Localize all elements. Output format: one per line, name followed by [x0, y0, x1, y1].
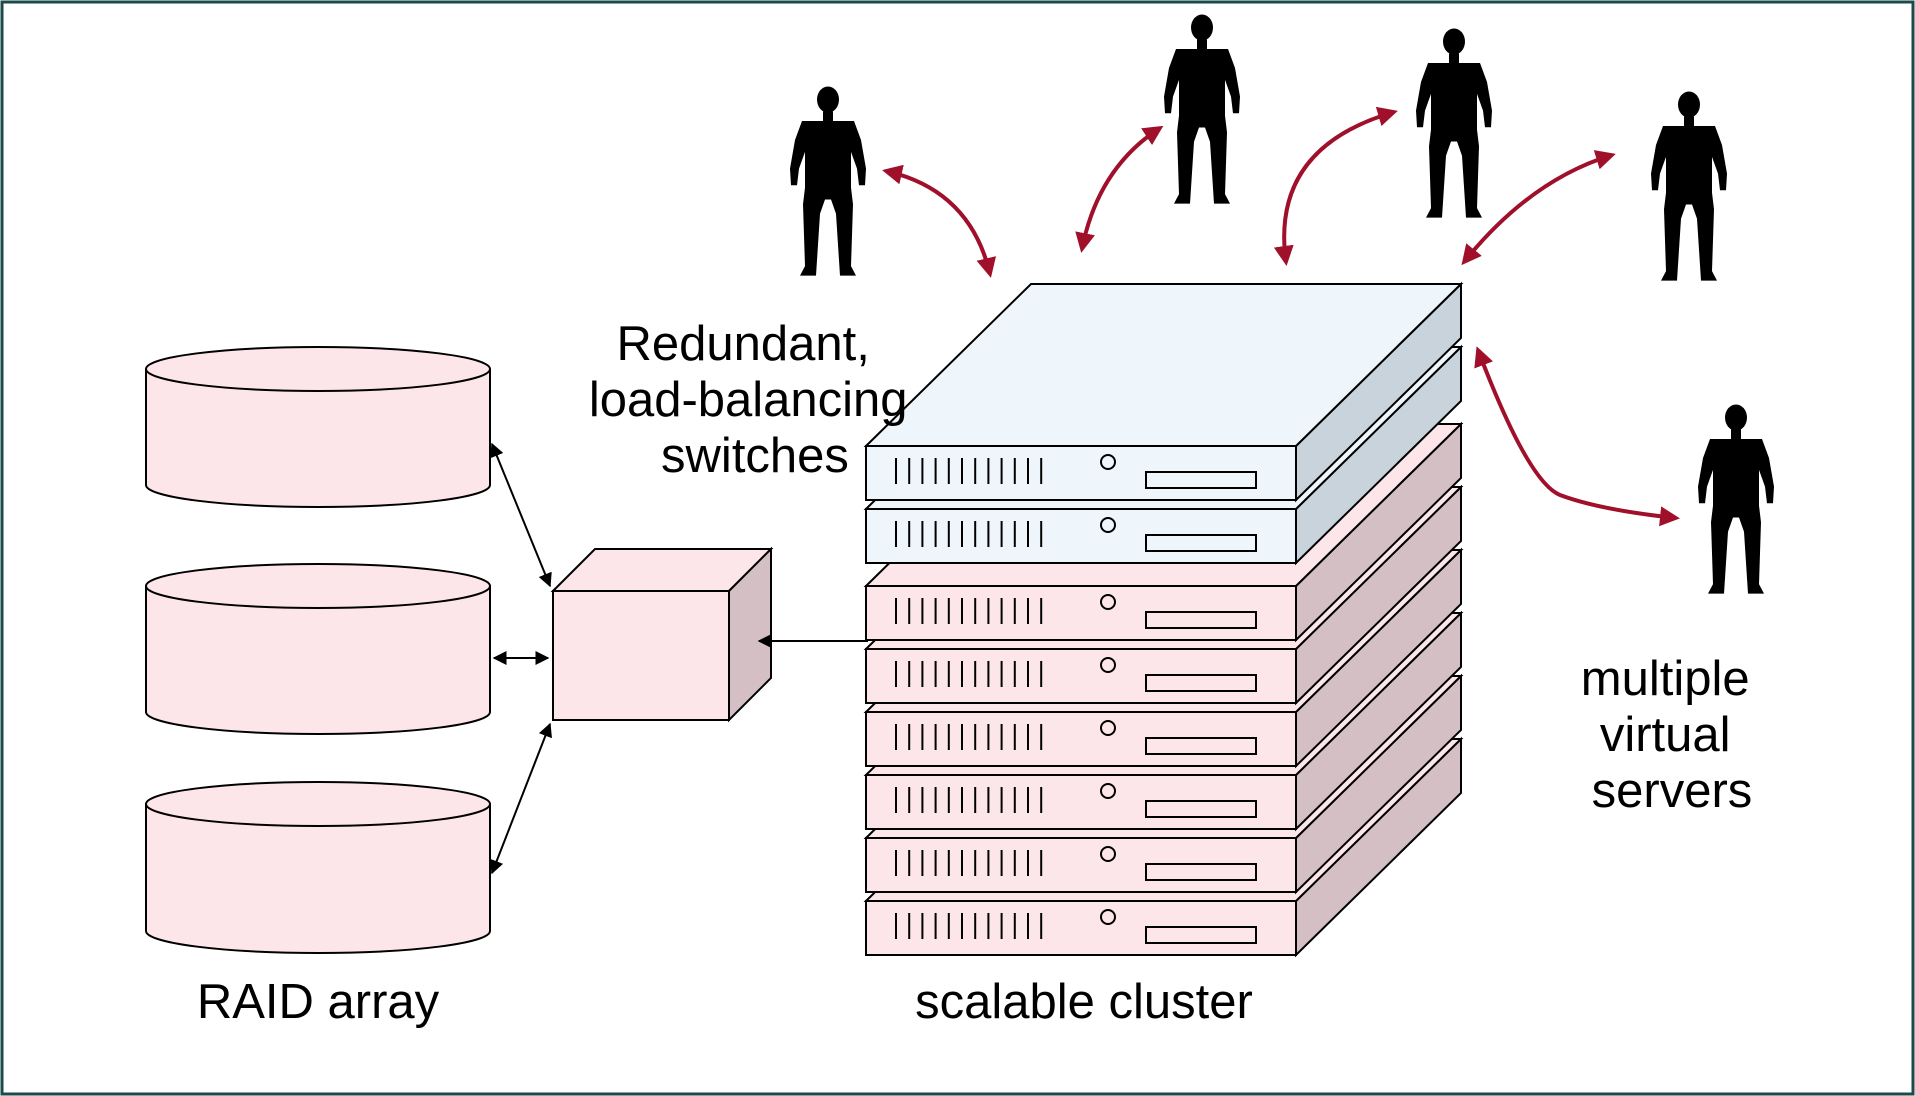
switch-box-icon: [550, 546, 774, 723]
switches-label: Redundant, load-balancing switches: [589, 317, 921, 483]
rack-server-icon: [863, 281, 1464, 503]
users-label: multiple virtual servers: [1581, 652, 1763, 818]
raid-label: RAID array: [197, 975, 440, 1029]
storage-connectors: [490, 442, 868, 875]
user-connections: [882, 106, 1680, 527]
disk-cylinder-icon: [145, 563, 491, 735]
cluster-label: scalable cluster: [915, 975, 1253, 1029]
raid-array: [145, 346, 491, 954]
disk-cylinder-icon: [145, 781, 491, 954]
server-stack: [863, 281, 1464, 958]
disk-cylinder-icon: [145, 346, 491, 508]
